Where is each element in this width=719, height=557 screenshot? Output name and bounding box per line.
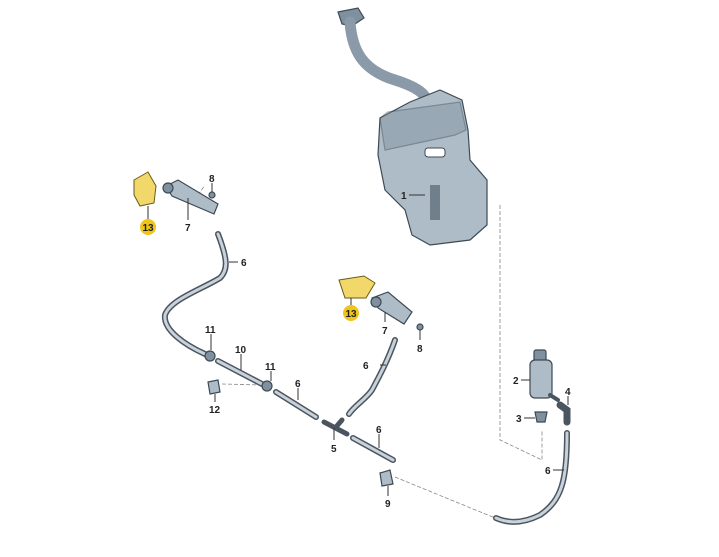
label-pump: 2: [513, 376, 519, 387]
screw-right: [416, 323, 424, 331]
hose-left-upper: [161, 231, 229, 357]
hose-right-upper: [346, 337, 398, 417]
label-cap-right: 13: [345, 309, 357, 320]
label-hose-lower: 6: [376, 425, 382, 436]
check-valve-left: [204, 350, 216, 362]
hose-lower: [350, 435, 396, 463]
hose-pump: [493, 430, 570, 525]
label-screw-right: 8: [417, 344, 423, 355]
label-check-valve-right: 11: [265, 362, 276, 373]
badge-cap-right: [343, 305, 359, 321]
label-nozzle-right: 7: [382, 326, 388, 337]
washer-nozzle-left: [162, 179, 219, 215]
hose-mid: [273, 389, 319, 420]
label-nozzle-left: 7: [185, 223, 191, 234]
badge-cap-left: [140, 219, 156, 235]
clip-lower: [379, 469, 394, 487]
label-clip-left: 12: [209, 405, 221, 416]
leader-lines: [147, 183, 569, 496]
label-elbow: 4: [565, 387, 571, 398]
label-t-piece: 5: [331, 444, 337, 455]
label-connector: 10: [235, 345, 247, 356]
washer-nozzle-right: [370, 291, 413, 325]
t-piece: [321, 417, 350, 437]
elbow-connector: [556, 401, 571, 426]
headlight-washer-cap-right: [338, 275, 376, 299]
headlight-washer-cap-left: [133, 171, 157, 207]
label-grommet: 3: [516, 414, 522, 425]
assembly-line-tank-pump: [499, 205, 543, 461]
label-hose-left-upper: 6: [241, 258, 247, 269]
label-cap-left: 13: [142, 223, 154, 234]
assembly-line-clip-lower: [394, 476, 501, 521]
screw-left: [208, 191, 216, 199]
label-tank: 1: [401, 191, 407, 202]
assembly-line-clip-left: [221, 383, 263, 386]
grommet: [534, 411, 548, 423]
label-check-valve-left: 11: [205, 325, 216, 336]
washer-reservoir: [337, 7, 488, 246]
label-hose-pump: 6: [545, 466, 551, 477]
clip-left: [207, 379, 221, 395]
connector-pipe: [215, 358, 265, 387]
label-clip-lower: 9: [385, 499, 391, 510]
label-hose-right-upper: 6: [363, 361, 369, 372]
label-screw-left: 8: [209, 174, 215, 185]
check-valve-right: [261, 380, 273, 392]
label-hose-mid: 6: [295, 379, 301, 390]
washer-pump: [529, 349, 560, 402]
